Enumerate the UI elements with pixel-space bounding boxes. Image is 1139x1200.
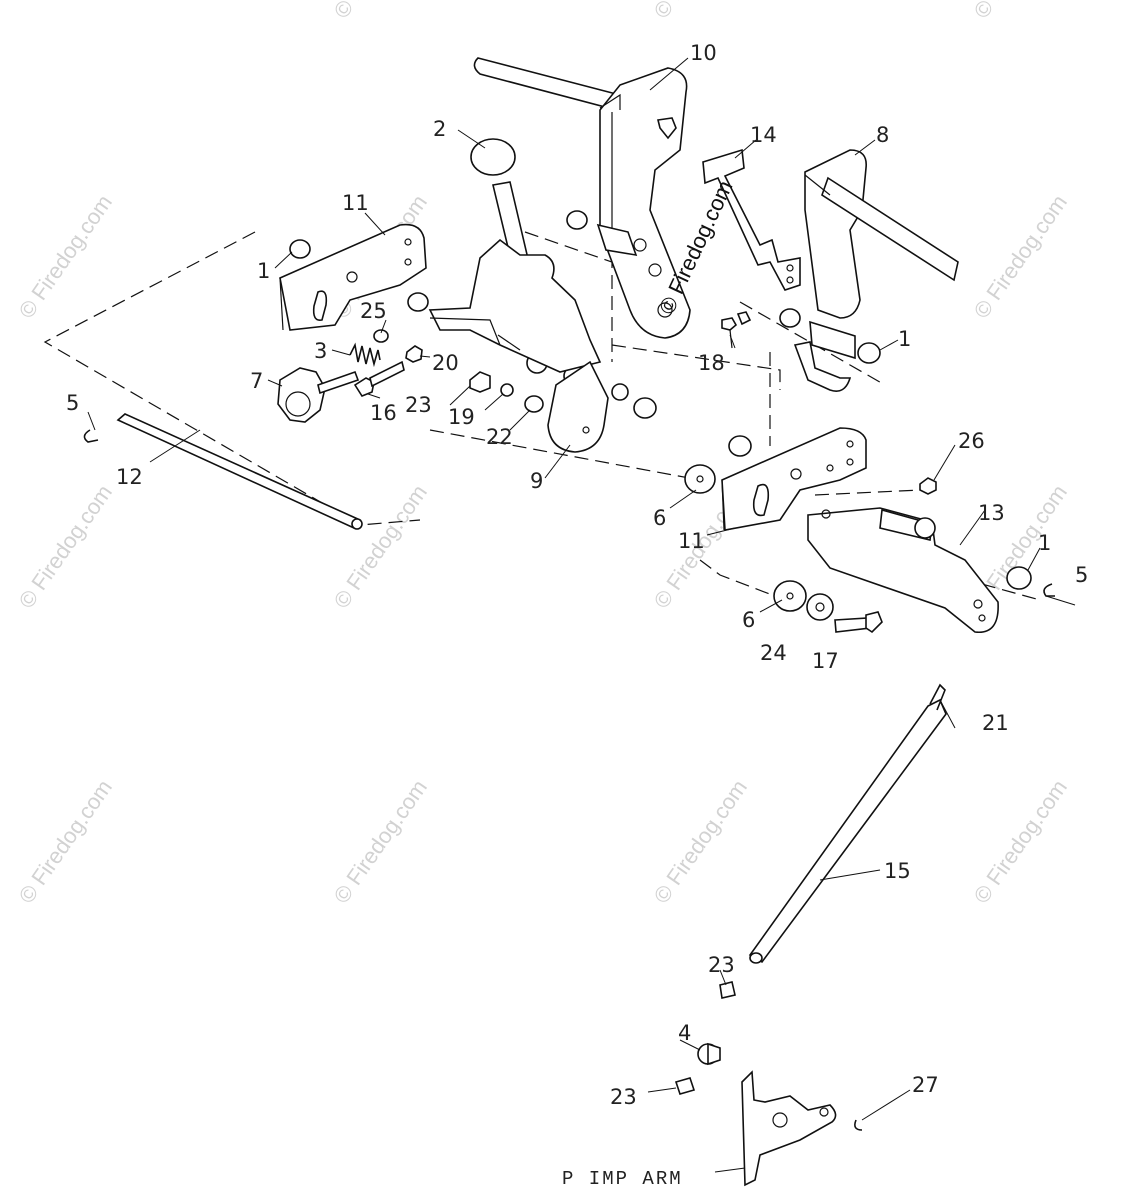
callout-5: 5 [66,391,79,415]
part-11-bracket-left [279,223,427,331]
part-7-knob [277,367,360,423]
watermark: © Firedog.com [969,190,1072,323]
callout-27: 27 [912,1073,939,1097]
pump-arm-label: P IMP ARM [562,1168,683,1190]
bushings [289,210,1032,590]
part-2-knob [470,138,516,176]
part-15-rod [748,683,947,964]
pump-arm [741,1070,863,1187]
watermark: © Firedog.com [649,775,752,908]
callout-labels: 10 2 14 8 11 1 25 3 20 7 16 23 19 22 18 … [66,41,1088,1190]
control-assembly [428,181,609,453]
watermark: © Firedog.com [14,480,117,613]
callout-18: 18 [698,351,725,375]
part-14-plate [702,148,801,291]
part-10-lever [473,57,691,339]
callout-4: 4 [678,1021,691,1045]
part-8-lever [804,149,959,319]
watermark: © Firedog.com [969,0,1072,23]
part-13-bracket [807,507,999,633]
callout-7: 7 [250,369,263,393]
callout-16: 16 [370,401,397,425]
callout-19: 19 [448,405,475,429]
small-hardware [373,311,937,495]
callout-6: 6 [742,608,755,632]
watermark: © Firedog.com [649,0,752,23]
callout-13: 13 [978,501,1005,525]
callout-1: 1 [257,259,270,283]
callout-9: 9 [530,469,543,493]
callout-23: 23 [405,393,432,417]
callout-15: 15 [884,859,911,883]
watermark: © Firedog.com [969,775,1072,908]
part-12-rod [116,413,363,530]
part-11-bracket-right [721,427,867,531]
callout-12: 12 [116,465,143,489]
watermark: © Firedog.com [329,480,432,613]
callout-24: 24 [760,641,787,665]
callout-11: 11 [342,191,369,215]
watermark: © Firedog.com [14,775,117,908]
callout-2: 2 [433,117,446,141]
part-bracket-right [793,341,852,392]
watermark-layer: © Firedog.com © Firedog.com © Firedog.co… [14,0,1072,908]
part-3-spring [349,342,381,368]
callout-11: 11 [678,529,705,553]
callout-23: 23 [708,953,735,977]
part-17-bolt [834,611,883,634]
part-5-clip [83,429,99,443]
callout-20: 20 [432,351,459,375]
watermark: © Firedog.com [329,775,432,908]
part-18-bolts [729,329,733,349]
part-5-clip-right [1043,583,1076,606]
watermark: © Firedog.com [14,190,117,323]
center-watermark: © Firedog.com [654,177,738,319]
callout-6: 6 [653,506,666,530]
callout-21: 21 [982,711,1009,735]
part-4-23-hardware [674,981,736,1095]
callout-26: 26 [958,429,985,453]
callout-8: 8 [876,123,889,147]
callout-1: 1 [898,327,911,351]
callout-1: 1 [1038,531,1051,555]
callout-17: 17 [812,649,839,673]
callout-5: 5 [1075,563,1088,587]
leader-lines [87,57,1041,1173]
callout-22: 22 [486,425,513,449]
watermark: © Firedog.com [329,0,432,23]
callout-3: 3 [314,339,327,363]
part-16-bolt [353,360,405,397]
callout-10: 10 [690,41,717,65]
callout-23: 23 [610,1085,637,1109]
callout-14: 14 [750,123,777,147]
part-6-washers [684,464,834,621]
callout-25: 25 [360,299,387,323]
